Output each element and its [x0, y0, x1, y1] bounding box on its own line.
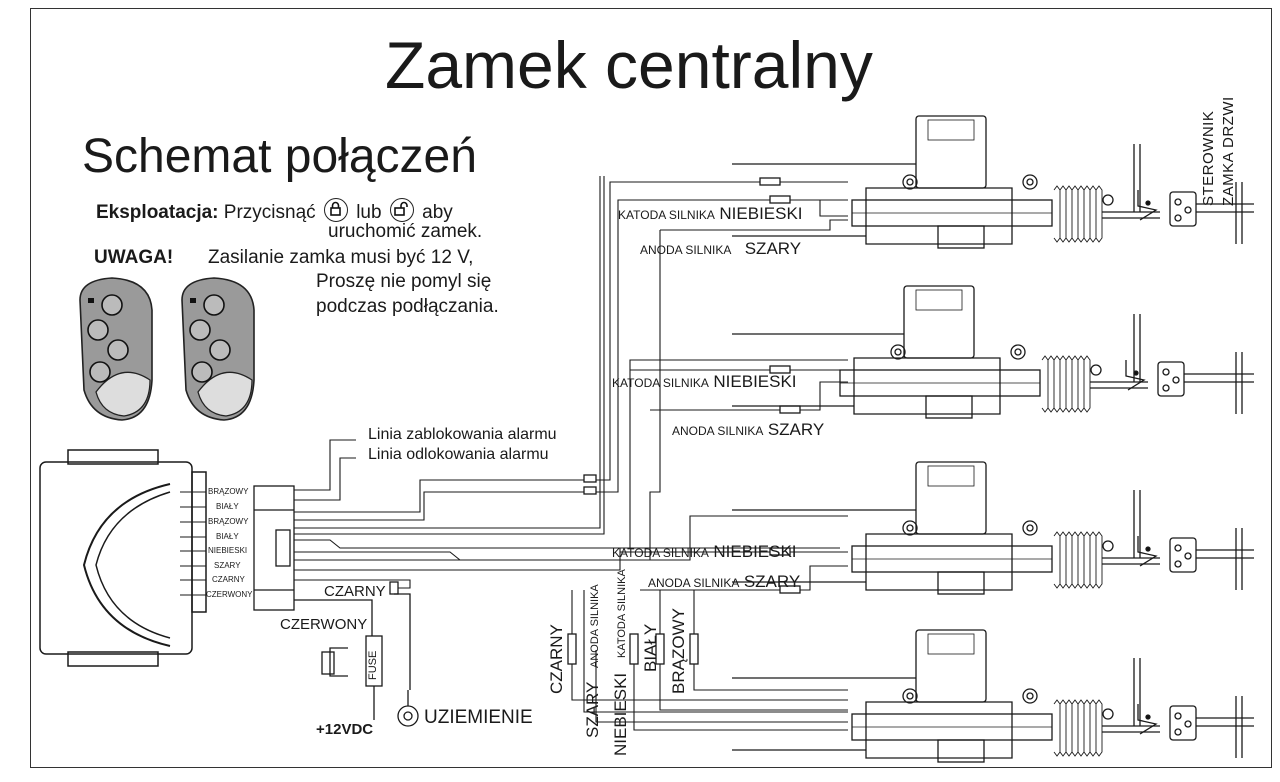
bottom-brown-wire-label: BRĄZOWY	[669, 608, 688, 694]
operation-text-3: uruchomić zamek.	[328, 221, 483, 242]
actuator-3-anode-caption: ANODA SILNIKA SZARY	[648, 572, 801, 591]
alarm-unlock-line-label: Linia odlokowania alarmu	[368, 446, 549, 463]
pin-label: BRĄZOWY	[208, 517, 249, 526]
operation-text-2: aby	[422, 202, 453, 223]
actuator-2-anode-caption: ANODA SILNIKA SZARY	[672, 420, 825, 439]
warning-text-3: podczas podłączania.	[316, 296, 499, 317]
pin-label: BRĄZOWY	[208, 487, 249, 496]
door-controller-line-2: ZAMKA DRZWI	[1220, 96, 1237, 206]
pin-label: BIAŁY	[216, 502, 239, 511]
door-lock-actuator	[732, 629, 1254, 763]
actuator-1-anode-caption: ANODA SILNIKA SZARY	[640, 239, 802, 258]
warning-text-1: Zasilanie zamka musi być 12 V,	[208, 247, 474, 268]
pin-label: CZERWONY	[206, 590, 253, 599]
page-title: Zamek centralny	[385, 28, 873, 102]
remote-left	[79, 277, 153, 421]
pin-label: BIAŁY	[216, 532, 239, 541]
bottom-cathode-label: KATODA SILNIKA	[616, 569, 628, 658]
bottom-anode-label: ANODA SILNIKA	[589, 584, 601, 668]
diagram-subtitle: Schemat połączeń	[82, 130, 477, 183]
operation-line: Eksploatacja: Przycisnąć lub aby	[96, 198, 453, 222]
unlock-button-icon	[389, 198, 414, 222]
remote-right	[181, 277, 255, 421]
bottom-blue-wire-label: NIEBIESKI	[611, 672, 630, 756]
supply-voltage-label: +12VDC	[316, 721, 374, 738]
actuator-2-cathode-caption: KATODA SILNIKA NIEBIESKI	[612, 372, 797, 391]
bottom-black-wire-label: CZARNY	[547, 624, 566, 694]
diagram-frame	[30, 8, 1272, 768]
alarm-lock-line-label: Linia zablokowania alarmu	[368, 426, 557, 443]
pin-label: CZARNY	[212, 575, 245, 584]
door-lock-actuator	[732, 461, 1254, 595]
operation-label: Eksploatacja:	[96, 202, 219, 223]
door-controller-line-1: STEROWNIK	[1200, 110, 1217, 206]
red-wire-label: CZERWONY	[280, 616, 368, 633]
lock-button-icon	[323, 198, 348, 222]
operation-or: lub	[356, 202, 382, 223]
pin-label: NIEBIESKI	[208, 546, 248, 555]
actuator-1-cathode-caption: KATODA SILNIKA NIEBIESKI	[618, 204, 803, 223]
actuators	[732, 115, 1254, 763]
door-lock-actuator	[732, 115, 1254, 249]
door-lock-actuator	[732, 285, 1254, 419]
pin-label: SZARY	[214, 561, 241, 570]
inline-connectors	[389, 177, 801, 665]
bottom-white-wire-label: BIAŁY	[641, 623, 660, 672]
black-wire-label: CZARNY	[324, 583, 386, 600]
control-unit	[39, 449, 207, 667]
fuse-holder	[294, 593, 419, 727]
actuator-3-cathode-caption: KATODA SILNIKA NIEBIESKI	[612, 542, 797, 561]
warning-text-2: Proszę nie pomyl się	[316, 271, 492, 292]
ground-label: UZIEMIENIE	[424, 707, 533, 728]
fuse-label: FUSE	[367, 650, 379, 680]
wire-connector	[253, 485, 295, 611]
bottom-grey-wire-label: SZARY	[583, 681, 602, 738]
warning-label: UWAGA!	[94, 247, 174, 268]
operation-text: Przycisnąć	[223, 202, 316, 223]
door-controller-label: STEROWNIK ZAMKA DRZWI	[1198, 36, 1242, 206]
